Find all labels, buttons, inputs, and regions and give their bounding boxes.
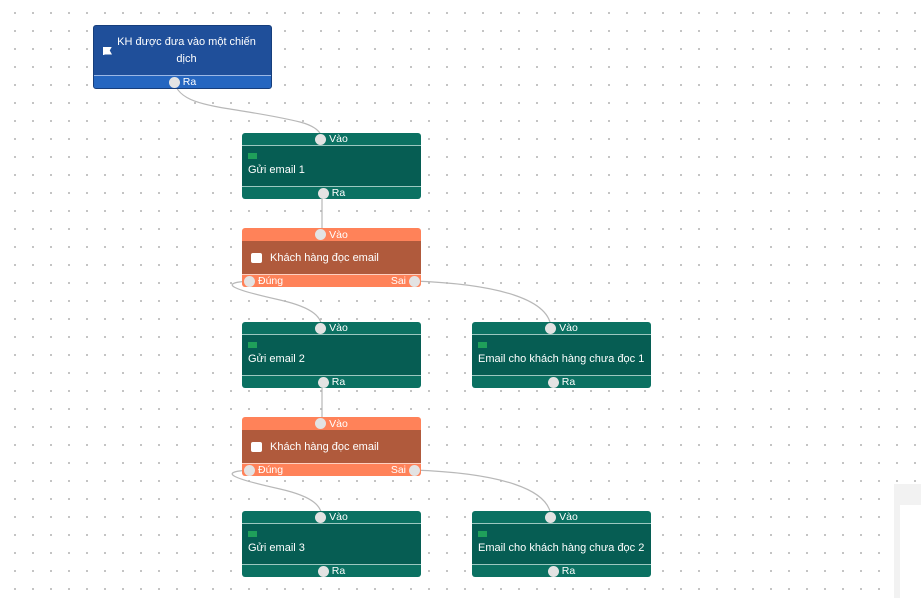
port-label: Vào: [559, 511, 578, 523]
port-label: Vào: [329, 322, 348, 334]
output-port[interactable]: Ra: [472, 564, 651, 577]
condition-node-1[interactable]: Vào Khách hàng đọc email Đúng Sai: [242, 228, 421, 287]
open-envelope-icon: [251, 441, 262, 452]
node-title: Email cho khách hàng chưa đọc 2: [478, 542, 645, 554]
port-label: Sai: [390, 275, 406, 287]
start-node[interactable]: KH được đưa vào một chiến dịch Ra: [93, 25, 272, 89]
condition-node-2[interactable]: Vào Khách hàng đọc email Đúng Sai: [242, 417, 421, 476]
port-label: Vào: [329, 133, 348, 145]
output-port[interactable]: Ra: [472, 375, 651, 388]
unread-email-node-2[interactable]: Vào Email cho khách hàng chưa đọc 2 Ra: [472, 511, 651, 577]
edge-cond1-unread1[interactable]: [412, 280, 552, 330]
email-node-3[interactable]: Vào Gửi email 3 Ra: [242, 511, 421, 577]
yes-port[interactable]: Đúng: [244, 275, 283, 287]
node-title: Gửi email 1: [248, 164, 305, 176]
edge-cond2-unread2[interactable]: [412, 469, 552, 519]
envelope-icon: [248, 153, 257, 159]
port-label: Ra: [182, 76, 197, 88]
edge-cond2-email3[interactable]: [231, 469, 323, 519]
port-label: Vào: [329, 228, 348, 241]
input-port[interactable]: Vào: [242, 511, 421, 524]
input-port[interactable]: Vào: [472, 511, 651, 524]
input-port[interactable]: Vào: [242, 228, 421, 241]
port-label: Đúng: [258, 275, 284, 287]
input-port[interactable]: Vào: [472, 322, 651, 335]
no-port[interactable]: Sai: [391, 275, 420, 287]
flag-icon: [103, 46, 112, 55]
input-port[interactable]: Vào: [242, 322, 421, 335]
node-title: KH được đưa vào một chiến dịch: [117, 35, 256, 65]
node-title: Khách hàng đọc email: [270, 251, 379, 264]
envelope-icon: [478, 342, 487, 348]
edge-start-email1[interactable]: [173, 80, 323, 141]
yes-port[interactable]: Đúng: [244, 464, 283, 476]
email-node-2[interactable]: Vào Gửi email 2 Ra: [242, 322, 421, 388]
side-panel-edge: [894, 484, 921, 598]
output-port[interactable]: Ra: [242, 375, 421, 388]
port-label: Đúng: [258, 464, 284, 476]
node-title: Khách hàng đọc email: [270, 440, 379, 453]
port-label: Sai: [390, 464, 406, 476]
no-port[interactable]: Sai: [391, 464, 420, 476]
port-label: Vào: [329, 417, 348, 430]
envelope-icon: [478, 531, 487, 537]
output-port[interactable]: Ra: [242, 186, 421, 199]
port-label: Ra: [331, 187, 346, 199]
input-port[interactable]: Vào: [242, 133, 421, 146]
node-title: Email cho khách hàng chưa đọc 1: [478, 353, 645, 365]
port-label: Vào: [559, 322, 578, 334]
envelope-icon: [248, 342, 257, 348]
edge-cond1-email2[interactable]: [231, 280, 323, 330]
node-title: Gửi email 3: [248, 542, 305, 554]
unread-email-node-1[interactable]: Vào Email cho khách hàng chưa đọc 1 Ra: [472, 322, 651, 388]
port-label: Vào: [329, 511, 348, 523]
node-title: Gửi email 2: [248, 353, 305, 365]
open-envelope-icon: [251, 252, 262, 263]
port-label: Ra: [561, 565, 576, 577]
output-port[interactable]: Ra: [94, 75, 271, 88]
port-label: Ra: [331, 376, 346, 388]
port-label: Ra: [561, 376, 576, 388]
email-node-1[interactable]: Vào Gửi email 1 Ra: [242, 133, 421, 199]
envelope-icon: [248, 531, 257, 537]
port-label: Ra: [331, 565, 346, 577]
input-port[interactable]: Vào: [242, 417, 421, 430]
output-port[interactable]: Ra: [242, 564, 421, 577]
